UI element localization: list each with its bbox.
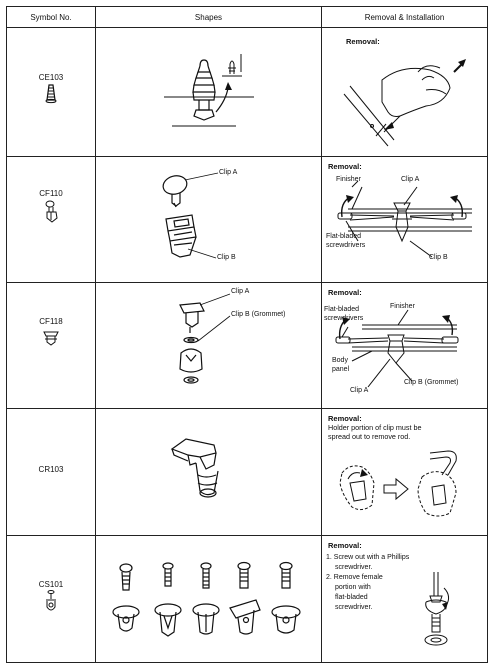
removal-cell: Removal: (321, 27, 488, 157)
step-2-line-2: portion with (335, 584, 371, 591)
table-row-ce103: CE103 (6, 27, 488, 157)
symbol-code: CE103 (38, 73, 64, 82)
removal-cell: Removal: Flat-bladed screwdrivers Finish… (321, 282, 488, 409)
clip-cr103-shape-drawing (170, 438, 219, 498)
symbol-cell: CF110 (6, 156, 96, 283)
header-symbol: Symbol No. (6, 6, 96, 28)
clip-cs101-small-icon (46, 590, 56, 611)
clip-b-grommet-label: Clip B (Grommet) (231, 311, 286, 318)
clip-a-removal-label: Clip A (401, 176, 420, 183)
clip-a-label: Clip A (219, 169, 238, 176)
symbol-cell: CS101 (6, 535, 96, 663)
clip-ce103-shape-drawing (164, 54, 254, 127)
clip-ce103-small-icon (45, 84, 57, 104)
cr103-removal-illustration (339, 450, 457, 517)
ce103-removal-illustration (343, 59, 466, 147)
clip-b-removal-label: Clip B (429, 254, 448, 261)
step-2-line-4: screwdriver. (335, 604, 373, 611)
step-2-line-3: flat-bladed (335, 594, 368, 601)
body-panel-label-2: panel (332, 366, 350, 373)
removal-title: Removal: (328, 288, 362, 297)
removal-title: Removal: (328, 414, 362, 423)
screwdrivers-label-2: screwdrivers (324, 315, 364, 322)
table-row-cs101: CS101 (6, 535, 488, 663)
step-1-line-1: 1. Screw out with a Phillips (326, 554, 410, 561)
step-1-line-2: screwdriver. (335, 564, 373, 571)
header-shapes: Shapes (95, 6, 322, 28)
screwdrivers-label-2: screwdrivers (326, 242, 366, 249)
header-row: Symbol No. Shapes Removal & Installation (6, 6, 488, 28)
removal-cell: Removal: Holder portion of clip must be … (321, 408, 488, 536)
removal-title: Removal: (346, 37, 380, 46)
shape-cell: Clip A Clip B (Grommet) (95, 282, 322, 409)
header-removal: Removal & Installation (321, 6, 488, 28)
shape-cell: Clip A Clip B (95, 156, 322, 283)
symbol-code: CS101 (38, 580, 64, 589)
table-row-cf118: CF118 (6, 282, 488, 409)
table-row-cr103: CR103 Removal: Holder portion of clip mu… (6, 408, 488, 536)
symbol-cell: CF118 (6, 282, 96, 409)
clip-cf118-small-icon (43, 331, 59, 346)
cf118-removal-illustration (335, 309, 459, 388)
body-panel-label-1: Body (332, 357, 348, 364)
removal-title: Removal: (328, 541, 362, 550)
clip-b-label: Clip B (217, 254, 236, 261)
table-row-cf110: CF110 (6, 156, 488, 283)
removal-note-line-2: spread out to remove rod. (328, 432, 411, 441)
clip-a-removal-label: Clip A (350, 387, 369, 394)
step-2-line-1: 2. Remove female (326, 574, 383, 581)
symbol-cell: CE103 (6, 27, 96, 157)
symbol-code: CF118 (39, 317, 63, 326)
clip-reference-table: Symbol No. Shapes Removal & Installation… (6, 6, 488, 663)
removal-note-line-1: Holder portion of clip must be (328, 423, 422, 432)
clip-cf118-shape-drawing (179, 293, 231, 384)
shape-cell (95, 27, 322, 157)
clip-cf110-small-icon (45, 200, 58, 223)
removal-cell: Removal: Finisher Clip A Flat-bladed scr… (321, 156, 488, 283)
symbol-code: CR103 (38, 465, 64, 474)
screwdrivers-label-1: Flat-bladed (324, 306, 360, 313)
cs101-removal-illustration (424, 572, 450, 646)
shape-cell (95, 535, 322, 663)
removal-title: Removal: (328, 162, 362, 171)
cf110-removal-illustration (337, 180, 472, 258)
finisher-label: Finisher (336, 176, 361, 183)
finisher-label: Finisher (390, 303, 415, 310)
removal-steps: 1. Screw out with a Phillips screwdriver… (326, 553, 426, 613)
symbol-cell: CR103 (6, 408, 96, 536)
symbol-code: CF110 (39, 189, 63, 198)
clip-b-grommet-removal-label: Clip B (Grommet) (404, 379, 459, 386)
removal-cell: Removal: 1. Screw out with a Phillips sc… (321, 535, 488, 663)
shape-cell (95, 408, 322, 536)
clip-a-label: Clip A (231, 288, 250, 295)
clip-cf110-shape-drawing (162, 172, 219, 259)
screwdrivers-label-1: Flat-bladed (326, 233, 362, 240)
clip-cs101-shape-drawing (112, 561, 301, 637)
